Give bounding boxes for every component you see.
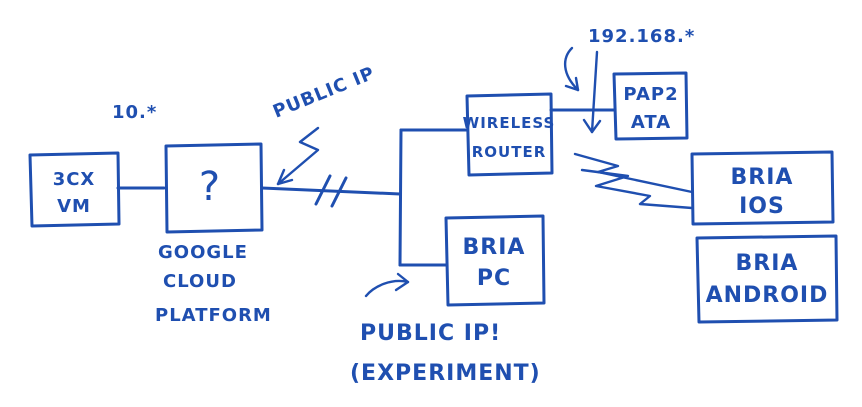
lan-subnet-arrow-down-head [582,118,602,134]
node-pap2-ata-line2: ATA [631,112,671,133]
public-ip-experiment-line1: PUBLIC IP! [360,321,501,346]
link-wireless-lower [580,168,694,210]
public-ip-experiment-annotation: PUBLIC IP! (EXPERIMENT) [350,272,541,386]
public-ip-arrow [276,126,320,186]
node-bria-ios: BRIA IOS [690,150,835,226]
node-gcp: ? GOOGLE CLOUD PLATFORM [155,142,272,326]
node-gcp-caption-line2: CLOUD [163,271,237,292]
node-bria-android-line2: ANDROID [706,283,829,308]
lan-subnet-annotation: 192.168.* [564,26,695,134]
link-wireless-upper [573,152,694,194]
node-bria-pc-box [444,214,546,307]
public-ip-label: PUBLIC IP [270,63,378,123]
node-3cx-vm-box [28,151,121,228]
node-bria-pc-line2: PC [477,266,511,291]
public-ip-experiment-line2: (EXPERIMENT) [350,361,541,386]
internet-break-mark-2 [330,176,348,208]
node-bria-pc-line1: BRIA [463,235,526,260]
lan-subnet-label: 192.168.* [588,26,695,47]
lan-subnet-arrow-left-head [564,76,580,92]
public-ip-annotation: PUBLIC IP [270,63,378,186]
lan-subnet-arrow-left [564,46,580,92]
node-bria-ios-line2: IOS [739,194,785,219]
internet-break-mark-1 [314,174,332,206]
public-ip-arrowhead [276,168,294,186]
node-3cx-vm-line1: 3CX [53,169,96,190]
node-bria-ios-box [690,150,835,226]
node-bria-ios-line1: BRIA [731,165,794,190]
node-bria-android-box [695,234,839,324]
public-ip-experiment-arrow-head [394,272,410,292]
node-pap2-ata-box [612,71,689,141]
lan-subnet-arrow-down [590,50,599,134]
public-ip-experiment-arrow [364,279,410,298]
node-wireless-router-line2: ROUTER [472,143,547,161]
node-gcp-box [164,142,264,234]
node-bria-android-line1: BRIA [736,251,799,276]
gcp-subnet-label: 10.* [112,102,157,123]
node-gcp-symbol: ? [199,164,221,210]
node-wireless-router-box [465,92,554,177]
node-bria-pc: BRIA PC [444,214,546,307]
node-3cx-vm-line2: VM [57,196,91,217]
link-gcp-internet [260,186,402,196]
node-gcp-caption-line3: PLATFORM [155,305,272,326]
node-bria-android: BRIA ANDROID [695,234,839,324]
node-pap2-ata-line1: PAP2 [623,84,678,105]
node-wireless-router-line1: WIRELESS [463,114,556,132]
node-wireless-router: WIRELESS ROUTER [463,92,556,177]
link-trunk-vertical [398,128,403,267]
node-gcp-caption-line1: GOOGLE [158,242,248,263]
node-pap2-ata: PAP2 ATA [612,71,689,141]
node-3cx-vm: 3CX VM [28,151,121,228]
